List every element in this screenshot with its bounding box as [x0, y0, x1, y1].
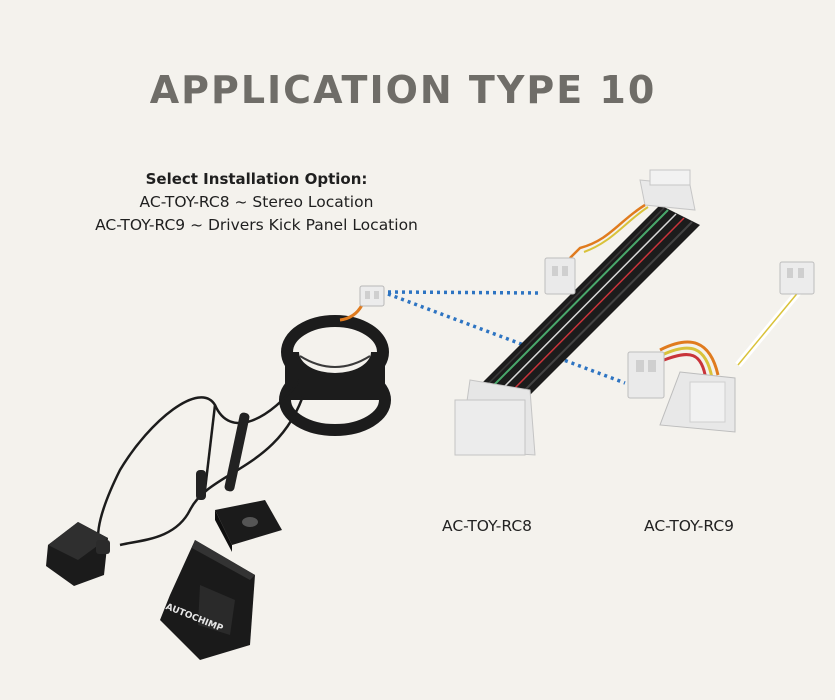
sensor-module: [46, 522, 110, 586]
rc8-side-connector: [544, 257, 576, 295]
probe-tip: [196, 470, 206, 500]
coil-connector: [339, 285, 385, 322]
mount-bracket: AUTOCHIMP: [160, 500, 282, 660]
probe: [224, 412, 250, 492]
rc9-harness: [627, 261, 815, 433]
option-line-rc9: AC-TOY-RC9 ~ Drivers Kick Panel Location: [95, 216, 418, 234]
installation-options: Select Installation Option: AC-TOY-RC8 ~…: [60, 168, 453, 237]
dotted-line-to-rc8: [387, 290, 543, 295]
rc9-side-connector: [627, 351, 665, 399]
product-label-rc9: AC-TOY-RC9: [644, 517, 735, 535]
page-title: APPLICATION TYPE 10: [149, 68, 657, 112]
coiled-cable: [279, 315, 391, 436]
rc9-top-connector: [779, 261, 815, 295]
option-line-rc8: AC-TOY-RC8 ~ Stereo Location: [139, 193, 374, 211]
dotted-line-to-rc9: [387, 292, 626, 385]
options-heading: Select Installation Option:: [145, 170, 368, 188]
rc8-harness: [454, 169, 700, 456]
connection-lines: [387, 290, 626, 385]
sensor-wires: [96, 379, 307, 547]
product-label-rc8: AC-TOY-RC8: [442, 517, 533, 535]
